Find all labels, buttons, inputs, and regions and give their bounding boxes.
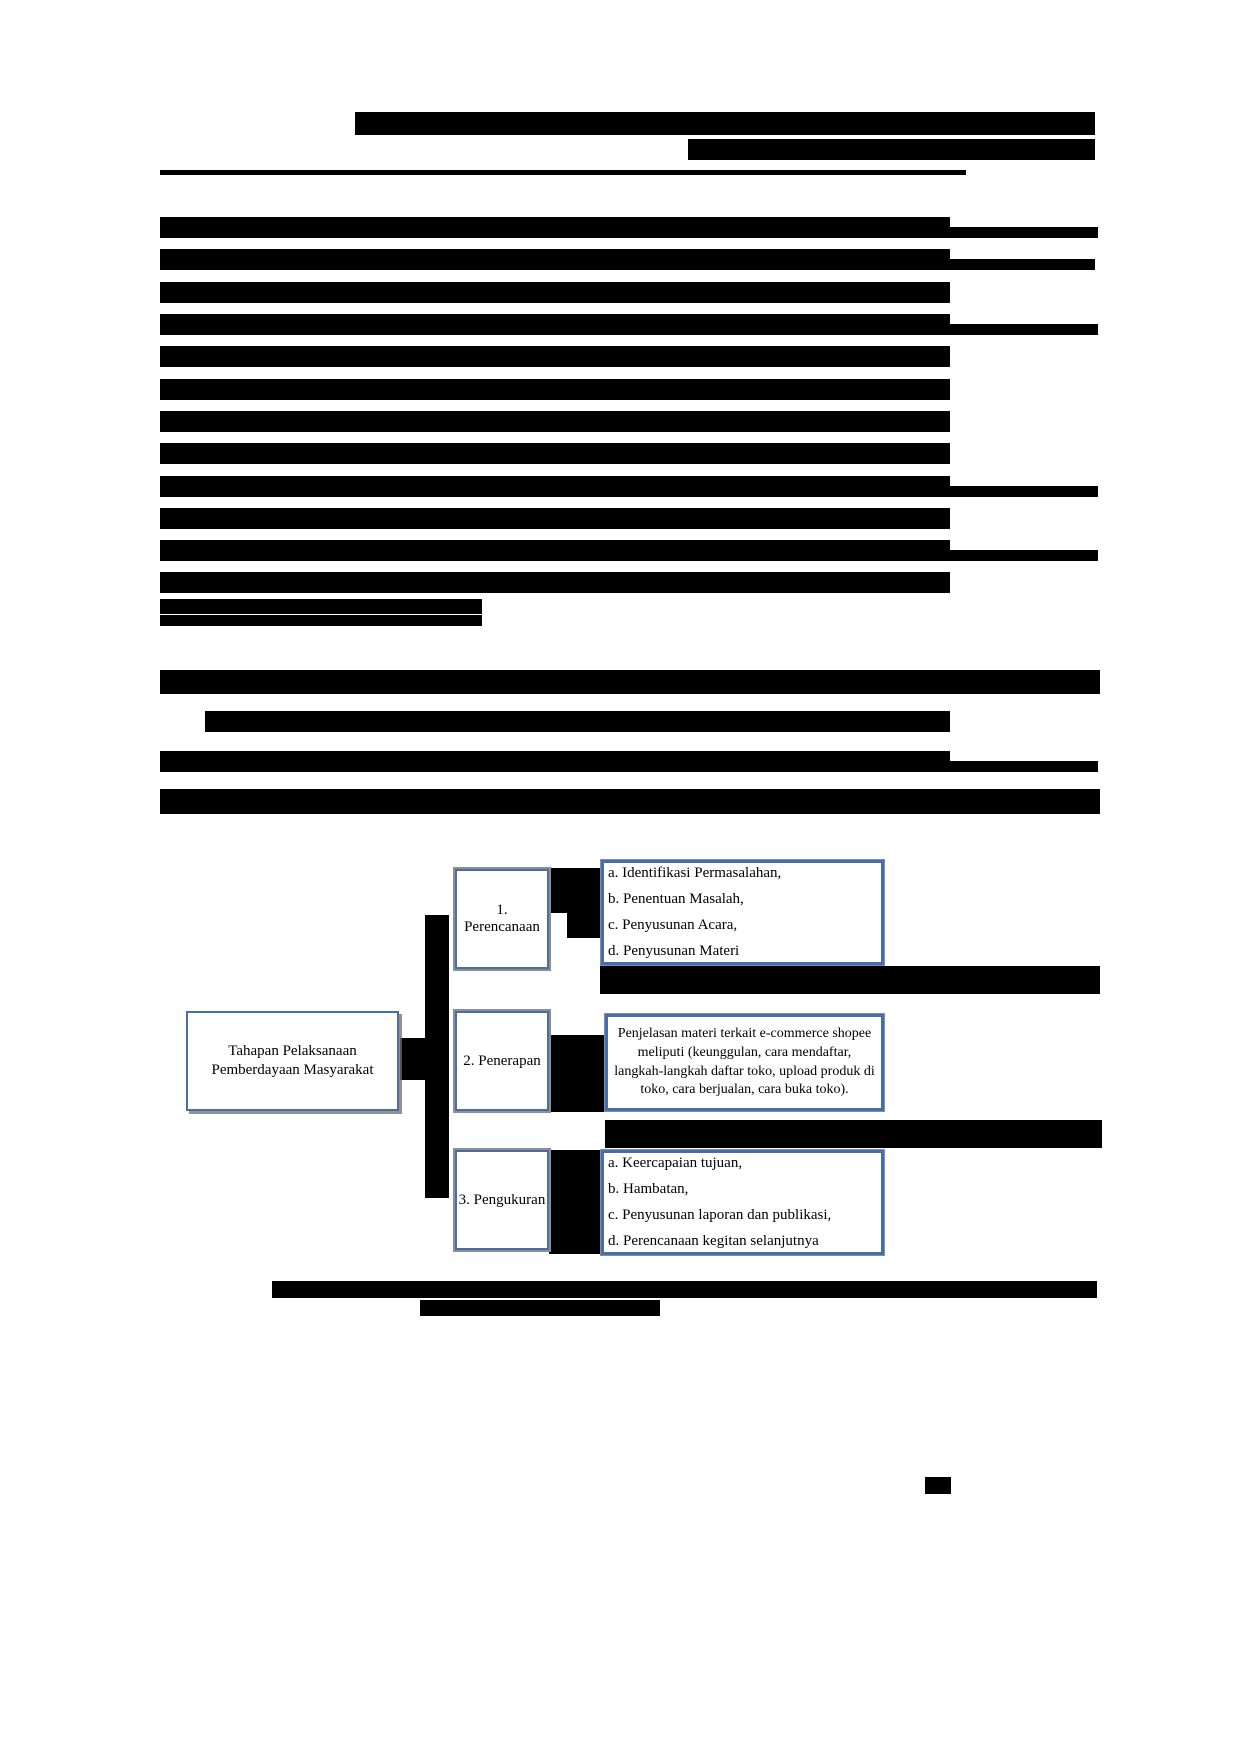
stage-penerapan-label: 2. Penerapan (463, 1052, 541, 1069)
redacted-text-bar (160, 599, 482, 614)
redacted-text-bar (420, 1300, 660, 1316)
flowchart-connector (549, 1035, 605, 1112)
redacted-text-bar (160, 346, 950, 367)
redacted-text-bar (160, 540, 950, 561)
redacted-text-bar (160, 379, 950, 400)
redacted-text-bar (160, 249, 950, 270)
flowchart-connector (549, 1150, 605, 1254)
detail-line: a. Keercapaian tujuan, (608, 1155, 743, 1171)
detail-line: a. Identifikasi Permasalahan, (608, 865, 782, 881)
redacted-text-bar (950, 550, 1098, 561)
redacted-text-bar (160, 314, 950, 335)
redacted-text-bar (160, 615, 482, 626)
detail-paragraph: Penjelasan materi terkait e-commerce sho… (614, 1025, 875, 1098)
redacted-text-bar (160, 508, 950, 529)
redacted-text-bar (160, 476, 950, 497)
redacted-text-bar (160, 751, 950, 772)
redacted-text-bar (160, 572, 950, 593)
flowchart-connector (567, 906, 602, 938)
redacted-text-bar (605, 1120, 1102, 1148)
redacted-text-bar (205, 711, 950, 732)
detail-line: c. Penyusunan laporan dan publikasi, (608, 1207, 832, 1223)
flowchart-stage-pengukuran: 3. Pengukuran (453, 1148, 551, 1252)
redacted-text-bar (925, 1477, 951, 1494)
flowchart-detail-perencanaan: a. Identifikasi Permasalahan, b. Penentu… (600, 859, 885, 966)
redacted-text-bar (950, 324, 1098, 335)
detail-line: c. Penyusunan Acara, (608, 917, 738, 933)
detail-line: b. Hambatan, (608, 1181, 689, 1197)
redacted-text-bar (160, 670, 1100, 694)
detail-line: b. Penentuan Masalah, (608, 891, 744, 907)
detail-line: d. Perencanaan kegitan selanjutnya (608, 1233, 819, 1249)
redacted-text-bar (688, 139, 1095, 160)
flowchart-connector (551, 868, 602, 913)
redacted-text-bar (355, 112, 1095, 135)
redacted-text-bar (160, 443, 950, 464)
redacted-text-bar (950, 486, 1098, 497)
flowchart-stage-perencanaan: 1. Perencanaan (453, 867, 551, 971)
redacted-text-bar (160, 411, 950, 432)
flowchart-connector (400, 1038, 427, 1080)
redacted-text-bar (160, 789, 1100, 814)
redacted-text-bar (272, 1281, 1097, 1298)
redacted-text-bar (950, 761, 1098, 772)
flowchart-detail-pengukuran: a. Keercapaian tujuan, b. Hambatan, c. P… (600, 1149, 885, 1256)
stage-pengukuran-label: 3. Pengukuran (458, 1191, 546, 1208)
redacted-text-bar (160, 170, 966, 175)
stage-perencanaan-label: 1. Perencanaan (464, 902, 540, 935)
flowchart-detail-penerapan: Penjelasan materi terkait e-commerce sho… (604, 1013, 885, 1112)
flowchart-root-box: Tahapan Pelaksanaan Pemberdayaan Masyara… (186, 1011, 399, 1111)
flowchart-stage-penerapan: 2. Penerapan (453, 1009, 551, 1113)
redacted-text-bar (160, 282, 950, 303)
flowchart-connector (425, 915, 449, 1198)
redacted-text-bar (600, 966, 1100, 994)
redacted-text-bar (160, 217, 950, 238)
redacted-text-bar (950, 259, 1095, 270)
redacted-text-bar (950, 227, 1098, 238)
detail-line: d. Penyusunan Materi (608, 943, 740, 959)
flowchart-root-label: Tahapan Pelaksanaan Pemberdayaan Masyara… (211, 1042, 374, 1079)
